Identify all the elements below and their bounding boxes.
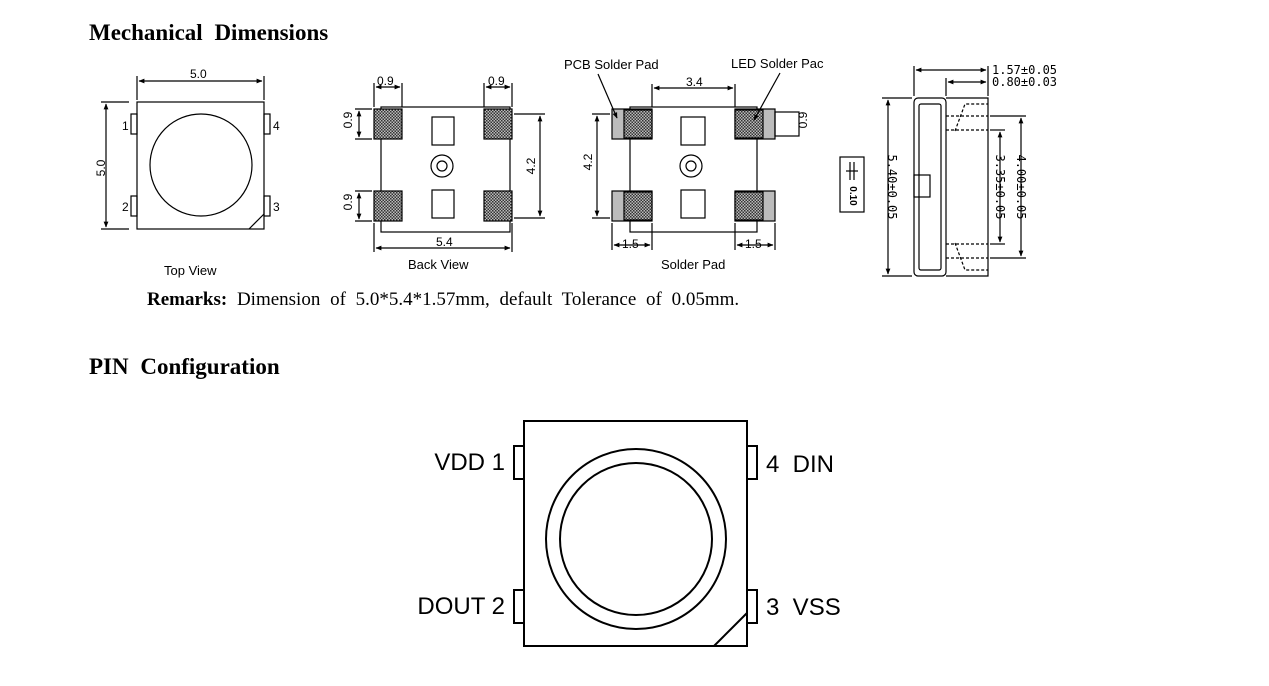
top-view-width-dim: 5.0 bbox=[190, 67, 207, 81]
solder-pad-caption: Solder Pad bbox=[661, 257, 725, 272]
solder-pad-drawing bbox=[592, 72, 800, 250]
solder-pad-gap: 3.4 bbox=[686, 75, 703, 89]
top-view-drawing bbox=[101, 76, 271, 230]
side-inner-dim-2: 4.00±0.05 bbox=[1014, 154, 1028, 219]
pin-2-label: DOUT 2 bbox=[417, 593, 505, 620]
back-view-drawing bbox=[355, 83, 545, 252]
pin-configuration-heading: PIN Configuration bbox=[89, 354, 280, 379]
back-view-caption: Back View bbox=[408, 257, 469, 272]
top-view-pin-2: 2 bbox=[122, 200, 129, 214]
side-inner-dim-1: 3.35±0.05 bbox=[993, 154, 1007, 219]
side-lens-height-dim: 0.80±0.03 bbox=[992, 75, 1057, 89]
solder-pad-height: 0.9 bbox=[796, 111, 810, 128]
top-view-caption: Top View bbox=[164, 263, 217, 278]
back-view-pad-height-bottom: 0.9 bbox=[341, 193, 355, 210]
top-view-height-dim: 5.0 bbox=[94, 159, 108, 176]
pin-1-label: VDD 1 bbox=[434, 449, 505, 476]
side-length-dim: 5.40±0.05 bbox=[885, 154, 899, 219]
top-view-pin-3: 3 bbox=[273, 200, 280, 214]
top-view-pin-4: 4 bbox=[273, 119, 280, 133]
remarks-line: Remarks: Dimension of 5.0*5.4*1.57mm, de… bbox=[147, 289, 739, 311]
solder-pad-span: 4.2 bbox=[581, 153, 595, 170]
back-view-pad-span: 4.2 bbox=[524, 157, 538, 174]
back-view-pad-height-top: 0.9 bbox=[341, 111, 355, 128]
remarks-label: Remarks: bbox=[147, 289, 228, 310]
back-view-body-width: 5.4 bbox=[436, 235, 453, 249]
remarks-text: Dimension of 5.0*5.4*1.57mm, default Tol… bbox=[236, 289, 740, 310]
side-view-drawing bbox=[839, 66, 1026, 277]
back-view-pad-width-right: 0.9 bbox=[488, 74, 505, 88]
mechanical-dimensions-heading: Mechanical Dimensions bbox=[89, 20, 329, 45]
side-thickness-dim: 1.57±0.05 bbox=[992, 63, 1057, 77]
pin-3-label: 3 VSS bbox=[766, 594, 841, 621]
solder-pad-length-right: 1.5 bbox=[745, 237, 762, 251]
pin-4-label: 4 DIN bbox=[766, 451, 834, 478]
led-solder-pad-label: LED Solder Pac bbox=[731, 56, 824, 71]
back-view-pad-width-left: 0.9 bbox=[377, 74, 394, 88]
pcb-solder-pad-label: PCB Solder Pad bbox=[564, 57, 659, 72]
solder-pad-length-left: 1.5 bbox=[622, 237, 639, 251]
top-view-pin-1: 1 bbox=[122, 119, 129, 133]
side-small-dim: 0.10 bbox=[847, 186, 858, 206]
pin-config-drawing bbox=[513, 420, 758, 647]
